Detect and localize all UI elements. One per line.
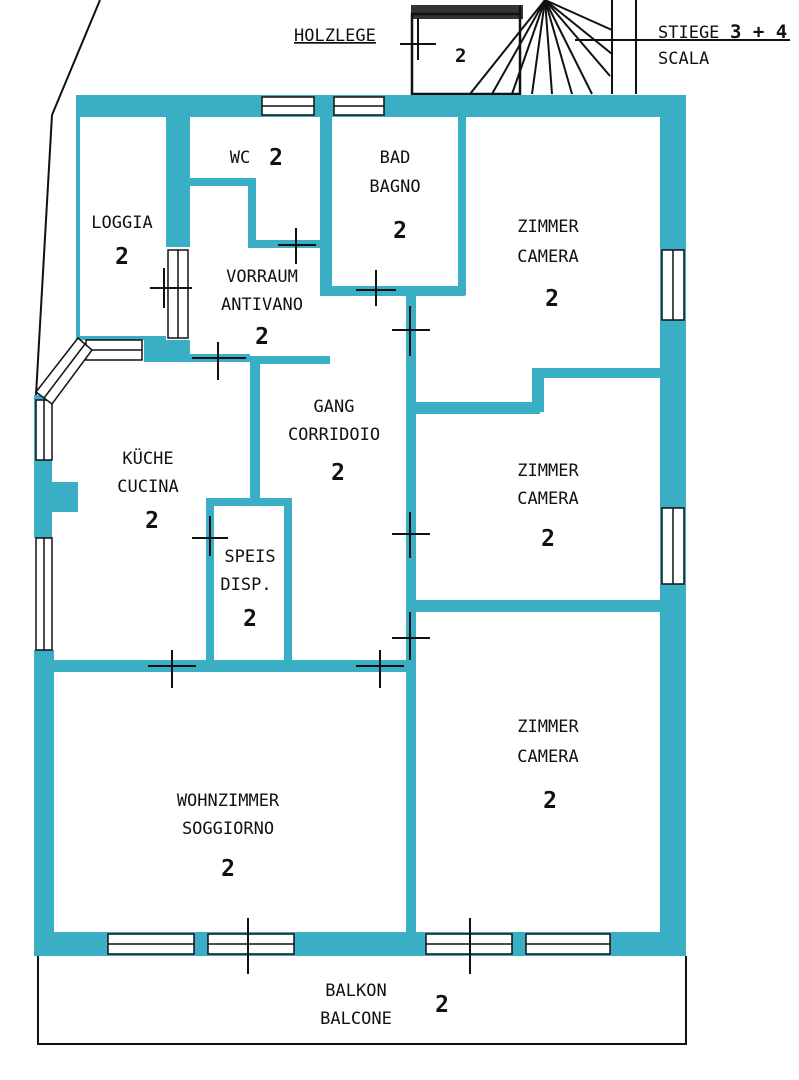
holzlege-number: 2 (455, 45, 466, 67)
wc-number: 2 (269, 145, 283, 171)
zimmer3-label-de: ZIMMER (517, 717, 579, 737)
wohnzimmer-label-it: SOGGIORNO (182, 819, 274, 839)
room-labels: WC 2 BAD BAGNO 2 LOGGIA 2 VORRAUM ANTIVA… (91, 145, 579, 1029)
room-zimmer-1: ZIMMER CAMERA 2 (517, 217, 579, 312)
room-kueche: KÜCHE CUCINA 2 (117, 447, 178, 534)
zimmer1-label-it: CAMERA (517, 247, 578, 267)
zimmer2-label-de: ZIMMER (517, 461, 579, 481)
windows (34, 96, 685, 955)
room-zimmer-2: ZIMMER CAMERA 2 (517, 461, 579, 552)
stiege-label: STIEGE (658, 23, 719, 43)
room-wohnzimmer: WOHNZIMMER SOGGIORNO 2 (177, 791, 280, 882)
bad-number: 2 (393, 218, 407, 244)
bad-label-it: BAGNO (369, 177, 420, 197)
door-marks (148, 228, 471, 974)
kueche-label-de: KÜCHE (122, 447, 173, 469)
stiege-number: 3 + 4 (730, 21, 787, 43)
wohnzimmer-number: 2 (221, 856, 235, 882)
wohnzimmer-label-de: WOHNZIMMER (177, 791, 280, 811)
stair-area (35, 0, 790, 396)
room-wc: WC 2 (230, 145, 283, 171)
holzlege-label: HOLZLEGE (294, 26, 376, 46)
balkon-number: 2 (435, 992, 449, 1018)
bad-label-de: BAD (380, 148, 411, 168)
gang-label-it: CORRIDOIO (288, 425, 380, 445)
vorraum-label-de: VORRAUM (226, 267, 298, 287)
speis-number: 2 (243, 606, 257, 632)
room-bad: BAD BAGNO 2 (369, 148, 420, 244)
zimmer2-label-it: CAMERA (517, 489, 578, 509)
speis-label-it: DISP. (220, 575, 271, 595)
loggia-number: 2 (115, 244, 129, 270)
gang-number: 2 (331, 460, 345, 486)
scala-label: SCALA (658, 49, 709, 69)
wc-label: WC (230, 148, 250, 168)
vorraum-number: 2 (255, 324, 269, 350)
kueche-label-it: CUCINA (117, 477, 178, 497)
room-vorraum: VORRAUM ANTIVANO 2 (221, 267, 303, 350)
balkon-label-de: BALKON (325, 981, 386, 1001)
zimmer2-number: 2 (541, 526, 555, 552)
zimmer1-label-de: ZIMMER (517, 217, 579, 237)
loggia-label: LOGGIA (91, 213, 152, 233)
room-gang: GANG CORRIDOIO 2 (288, 397, 380, 486)
room-speis: SPEIS DISP. 2 (220, 547, 275, 632)
room-balkon: BALKON BALCONE 2 (320, 981, 449, 1029)
zimmer3-label-it: CAMERA (517, 747, 578, 767)
balkon-label-it: BALCONE (320, 1009, 392, 1029)
room-zimmer-3: ZIMMER CAMERA 2 (517, 717, 579, 814)
zimmer1-number: 2 (545, 286, 559, 312)
header-labels: HOLZLEGE 2 STIEGE 3 + 4 SCALA (294, 21, 787, 69)
kueche-number: 2 (145, 508, 159, 534)
vorraum-label-it: ANTIVANO (221, 295, 303, 315)
gang-label-de: GANG (314, 397, 355, 417)
speis-label-de: SPEIS (224, 547, 275, 567)
zimmer3-number: 2 (543, 788, 557, 814)
room-loggia: LOGGIA 2 (91, 213, 152, 270)
balcony (37, 956, 687, 1045)
